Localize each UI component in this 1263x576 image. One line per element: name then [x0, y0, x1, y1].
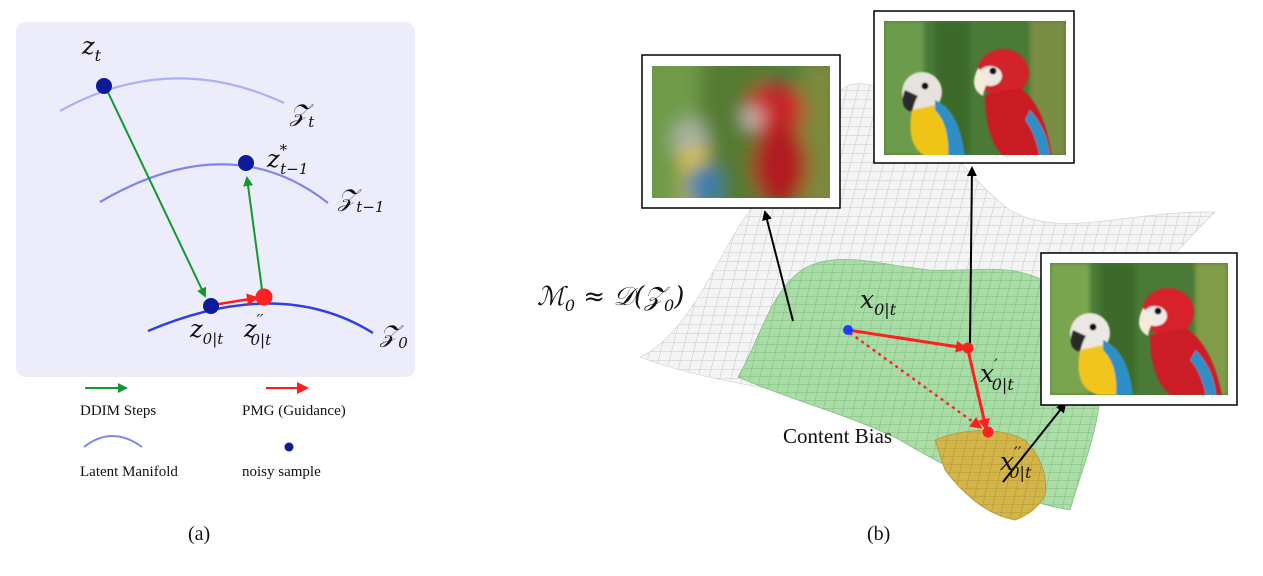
content-bias-dotted-arrow: [849, 332, 983, 429]
label-manifold-m0: ℳ0 ≈ 𝒟(𝒵0): [537, 282, 684, 315]
panel-a: zt z*t−1 z0|t z′′0|t 𝒵t 𝒵t−1 𝒵0 DDIM Ste…: [16, 22, 415, 545]
sharp-parrots-image: [873, 10, 1075, 164]
legend: DDIM Steps PMG (Guidance) Latent Manifol…: [80, 382, 346, 480]
label-x0t: x0|t: [860, 285, 897, 319]
label-zt1-star: z*t−1: [266, 141, 308, 178]
label-manifold-zt1: 𝒵t−1: [337, 184, 384, 216]
legend-pmg-label: PMG (Guidance): [242, 403, 346, 419]
panel-b: ℳ0 ≈ 𝒟(𝒵0) x0|t x′0|t x′′0|t Content Bia…: [537, 10, 1238, 545]
arrow-to-guided-image: [1002, 402, 1067, 483]
point-zt1-star: [238, 155, 254, 171]
arrow-to-sharp-image: [966, 166, 977, 344]
caption-b: (b): [867, 523, 890, 545]
label-zt: zt: [81, 32, 102, 65]
arrow-to-blurry-image: [762, 210, 794, 322]
manifold-zt1-curve: [99, 163, 329, 204]
point-x0t: [843, 325, 853, 335]
point-x0t-prime: [962, 342, 974, 354]
pmg-guidance-arrow: [212, 293, 259, 307]
guidance-arrow-1: [847, 328, 968, 353]
legend-ddim-label: DDIM Steps: [80, 403, 156, 419]
legend-noisy-point: [284, 442, 294, 452]
legend-manifold-curve: [83, 435, 143, 448]
point-z0t-doubleprime: [255, 288, 273, 306]
point-z0t: [203, 298, 219, 314]
label-x0t-prime: x′0|t: [980, 355, 1014, 394]
blurry-parrots-image: [641, 54, 841, 209]
ddim-step-arrow-1: [104, 85, 207, 298]
label-z0t-doubleprime: z′′0|t: [243, 311, 272, 349]
caption-a: (a): [188, 523, 210, 545]
ddim-step-arrow-2: [243, 176, 264, 298]
guidance-arrow-2: [966, 349, 990, 431]
guided-parrots-image: [1040, 252, 1238, 406]
label-content-bias: Content Bias: [783, 424, 892, 448]
legend-noisy-label: noisy sample: [242, 464, 321, 480]
point-x0t-doubleprime: [982, 426, 994, 438]
label-z0t: z0|t: [189, 315, 224, 348]
manifold-z0-curve: [147, 302, 374, 335]
point-zt: [96, 78, 112, 94]
label-x0t-doubleprime: x′′0|t: [1000, 443, 1032, 482]
manifold-zt-curve: [59, 77, 285, 112]
legend-manifold-label: Latent Manifold: [80, 464, 178, 480]
